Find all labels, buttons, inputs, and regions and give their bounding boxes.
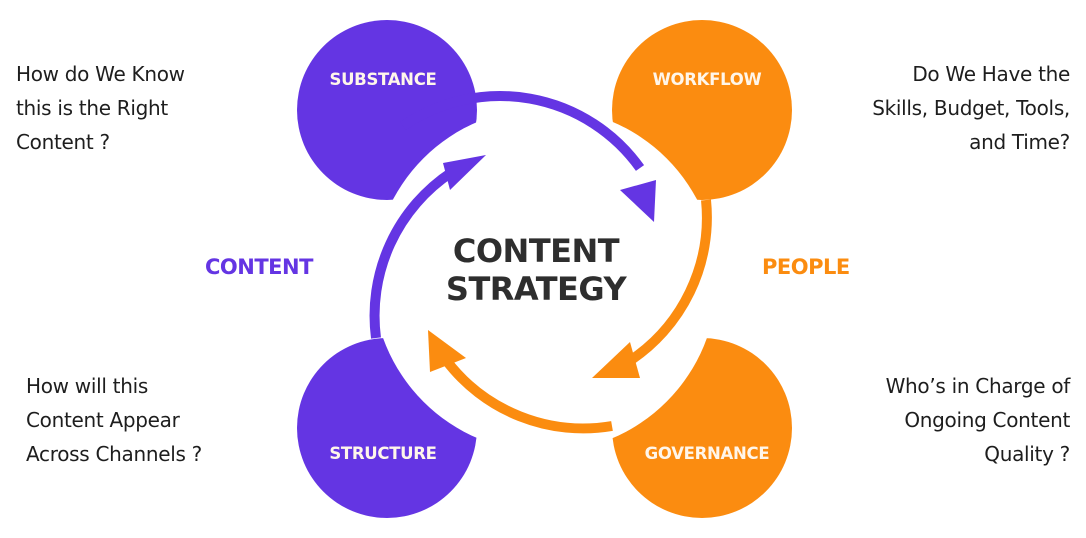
- arrow-workflow-to-governance: [625, 199, 712, 367]
- substance-label: SUBSTANCE: [329, 70, 437, 89]
- question-line: Content ?: [16, 130, 110, 154]
- question-line: Do We Have the: [912, 62, 1070, 86]
- question-line: Content Appear: [26, 408, 180, 432]
- question-line: Skills, Budget, Tools,: [872, 96, 1070, 120]
- question-line: Across Channels ?: [26, 442, 202, 466]
- arrow-substance-to-workflow: [400, 91, 645, 171]
- arrow-structure-to-substance: [369, 167, 455, 339]
- center-title-line-2: STRATEGY: [445, 270, 627, 308]
- governance-label: GOVERNANCE: [644, 444, 770, 463]
- workflow-label: WORKFLOW: [652, 70, 762, 89]
- arrowhead-substance-to-workflow: [620, 180, 656, 222]
- center-title: CONTENT STRATEGY: [420, 232, 652, 308]
- question-line: Ongoing Content: [904, 408, 1070, 432]
- governance-circle: [612, 338, 792, 518]
- workflow-question: Do We Have the Skills, Budget, Tools, an…: [872, 57, 1070, 159]
- structure-question: How will this Content Appear Across Chan…: [26, 369, 202, 471]
- substance-question: How do We Know this is the Right Content…: [16, 57, 185, 159]
- question-line: How do We Know: [16, 62, 185, 86]
- substance-circle: [297, 20, 477, 200]
- group-label-content: CONTENT: [205, 255, 313, 279]
- question-line: this is the Right: [16, 96, 168, 120]
- arrowhead-workflow-to-governance: [592, 342, 640, 378]
- arrowhead-governance-to-structure: [428, 330, 466, 372]
- center-title-line-1: CONTENT: [452, 232, 620, 270]
- question-line: How will this: [26, 374, 148, 398]
- governance-question: Who’s in Charge of Ongoing Content Quali…: [885, 369, 1071, 471]
- structure-label: STRUCTURE: [329, 444, 437, 463]
- question-line: Who’s in Charge of: [885, 374, 1071, 398]
- structure-circle: [297, 338, 477, 518]
- workflow-circle: [612, 20, 792, 200]
- arrowhead-structure-to-substance: [443, 155, 486, 190]
- question-line: Quality ?: [984, 442, 1070, 466]
- group-label-people: PEOPLE: [762, 255, 850, 279]
- arrow-governance-to-structure: [442, 356, 613, 434]
- question-line: and Time?: [969, 130, 1070, 154]
